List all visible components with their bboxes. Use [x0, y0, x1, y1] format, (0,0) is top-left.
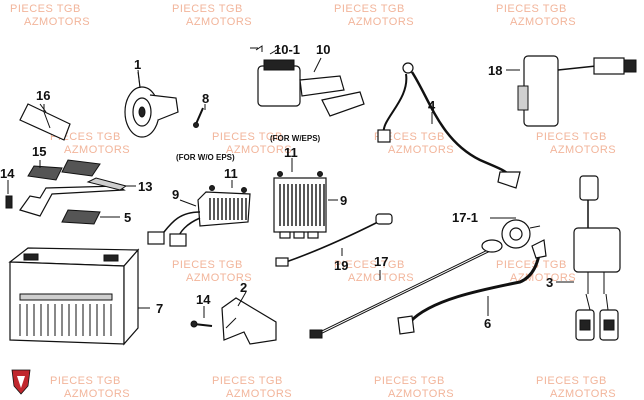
callout-8: 8 [202, 91, 209, 106]
watermark-text: PIECES TGB [50, 375, 121, 387]
note-with-eps: (FOR W/EPS) [270, 134, 321, 143]
watermark-text: AZMOTORS [388, 388, 454, 400]
callout-14-bottom: 14 [196, 292, 211, 307]
battery-part [8, 247, 140, 346]
callout-15: 15 [32, 144, 46, 159]
callout-2: 2 [240, 280, 247, 295]
watermark-text: PIECES TGB [536, 375, 607, 387]
watermark-text: AZMOTORS [226, 388, 292, 400]
bolt-part-14b [190, 320, 213, 328]
callout-5: 5 [124, 210, 131, 225]
watermark-text: PIECES TGB [496, 3, 567, 15]
watermark-text: AZMOTORS [550, 388, 616, 400]
watermark-text: PIECES TGB [334, 259, 405, 271]
callout-13: 13 [138, 179, 152, 194]
callout-17: 17 [374, 254, 388, 269]
watermark-text: AZMOTORS [24, 16, 90, 28]
watermark-text: AZMOTORS [226, 144, 292, 156]
watermark-text: PIECES TGB [374, 375, 445, 387]
wire-part-19 [275, 213, 393, 267]
watermark-text: AZMOTORS [510, 272, 576, 284]
callout-19: 19 [334, 258, 348, 273]
callout-4: 4 [428, 98, 436, 113]
cable-part-17 [309, 239, 503, 339]
relay-part-18 [517, 55, 637, 127]
leader-lines [7, 47, 574, 318]
bracket-part-2 [221, 297, 277, 345]
callout-10: 10 [316, 42, 330, 57]
watermark-text: AZMOTORS [64, 144, 130, 156]
watermark-text: PIECES TGB [172, 259, 243, 271]
callout-11-with-eps: 11 [284, 145, 298, 160]
callout-11-without-eps: 11 [224, 166, 238, 181]
callout-18: 18 [488, 63, 502, 78]
watermark-text: AZMOTORS [186, 16, 252, 28]
watermark-text: PIECES TGB [50, 131, 121, 143]
callout-9-with-eps: 9 [340, 193, 347, 208]
watermark-text: PIECES TGB [212, 131, 283, 143]
bolt-part-14a [5, 195, 13, 209]
watermark-text: AZMOTORS [64, 388, 130, 400]
watermark-text: AZMOTORS [510, 16, 576, 28]
watermark-text: AZMOTORS [388, 144, 454, 156]
bracket-part-16 [19, 103, 71, 141]
callout-17-1: 17-1 [452, 210, 478, 225]
watermark-text: PIECES TGB [172, 3, 243, 15]
callout-6: 6 [484, 316, 491, 331]
watermark-text: PIECES TGB [374, 131, 445, 143]
callout-1: 1 [134, 57, 141, 72]
callout-16: 16 [36, 88, 50, 103]
relay-part-10 [250, 45, 365, 117]
callout-9-without-eps: 9 [172, 187, 179, 202]
regulator-without-eps [147, 185, 251, 247]
cable-part-6 [397, 239, 547, 335]
tgb-shield-logo [11, 369, 31, 395]
callout-14-left: 14 [0, 166, 15, 181]
note-without-eps: (FOR W/O EPS) [176, 153, 235, 162]
watermark-text: AZMOTORS [348, 272, 414, 284]
watermark-text: PIECES TGB [334, 3, 405, 15]
watermark-text: PIECES TGB [212, 375, 283, 387]
callout-3: 3 [546, 275, 553, 290]
pads-part-15 [27, 159, 101, 181]
watermark-text: AZMOTORS [348, 16, 414, 28]
watermark-text: AZMOTORS [186, 272, 252, 284]
cdi-part-3 [573, 175, 621, 341]
regulator-with-eps [273, 171, 327, 239]
watermark-text: PIECES TGB [536, 131, 607, 143]
callout-10-1: 10-1 [274, 42, 300, 57]
watermark-text: PIECES TGB [10, 3, 81, 15]
watermark-text: PIECES TGB [496, 259, 567, 271]
callout-7: 7 [156, 301, 163, 316]
watermark-text: AZMOTORS [550, 144, 616, 156]
pad-part-5 [61, 209, 101, 225]
cap-part-17-1 [501, 219, 541, 249]
bolt-part-8 [193, 107, 204, 128]
cable-part-4 [377, 62, 521, 189]
horn-part [124, 69, 179, 138]
